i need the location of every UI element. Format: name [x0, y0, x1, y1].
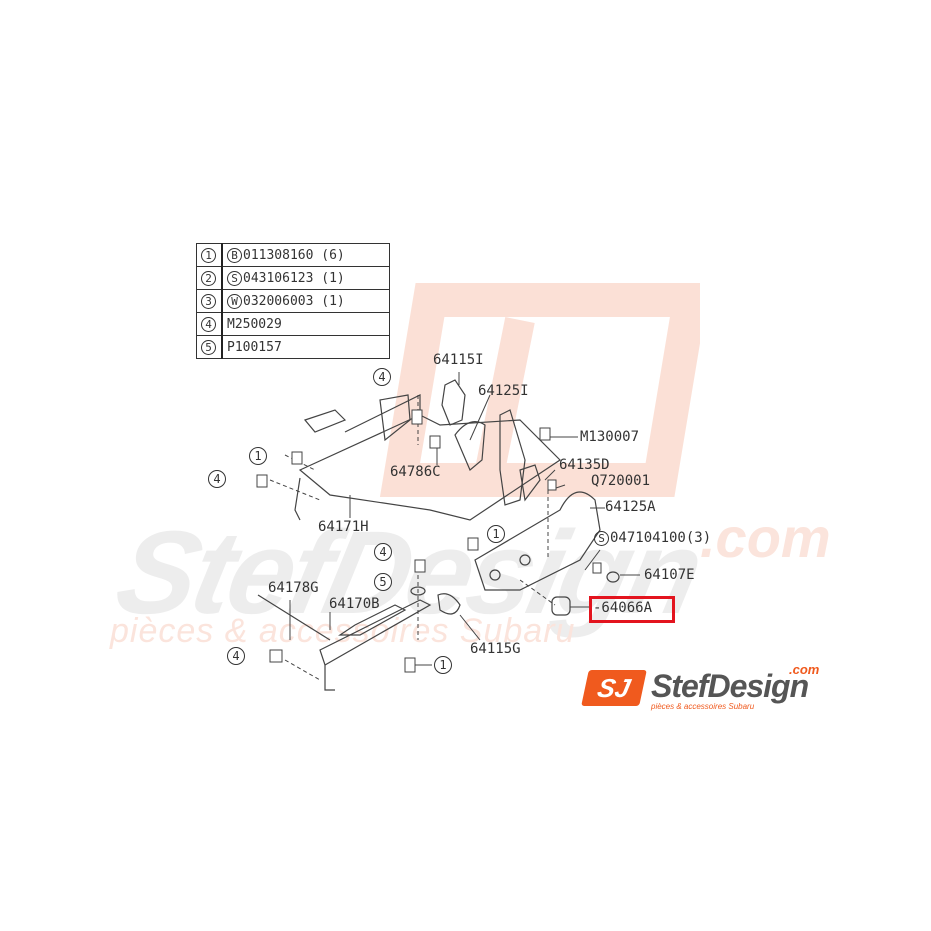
part-label-64178G: 64178G: [268, 580, 319, 596]
sj-logo-icon: SJ: [581, 670, 647, 706]
prefix-badge: B: [227, 247, 242, 263]
prefix-badge: S: [594, 530, 609, 546]
callout-4: 4: [374, 543, 392, 561]
part-label-64171H: 64171H: [318, 519, 369, 535]
callout-number: 2: [201, 270, 216, 286]
part-label-64115G: 64115G: [470, 641, 521, 657]
seat-frame-shape: [298, 414, 561, 521]
highlight-box: [589, 596, 675, 623]
callout-5: 5: [374, 573, 392, 591]
logo-dotcom: .com: [789, 662, 820, 677]
callout-4: 4: [227, 647, 245, 665]
part-code: 043106123: [243, 270, 314, 286]
part-label-64125I: 64125I: [478, 383, 529, 399]
table-row: 5 P100157: [196, 335, 390, 359]
part-label-64170B: 64170B: [329, 596, 380, 612]
part-code: P100157: [227, 339, 282, 355]
part-code: M250029: [227, 316, 282, 332]
part-label-Q720001: Q720001: [591, 473, 651, 489]
callout-1: 1: [249, 447, 267, 465]
part-code: 011308160: [243, 247, 314, 263]
logo-brand: StefDesign: [651, 668, 809, 704]
callout-number: 4: [201, 316, 216, 332]
part-qty: (1): [321, 270, 345, 286]
callout-1: 1: [487, 525, 505, 543]
part-label-64107E: 64107E: [644, 567, 695, 583]
callout-number: 5: [201, 339, 216, 355]
callout-number: 3: [201, 293, 216, 309]
prefix-badge: S: [227, 270, 242, 286]
part-label-64115I: 64115I: [433, 352, 484, 368]
part-label-64786C: 64786C: [390, 464, 441, 480]
stefdesign-logo: SJ StefDesign .com pièces & accessoires …: [581, 662, 847, 714]
logo-tagline: pièces & accessoires Subaru: [651, 702, 755, 711]
part-label-64125A: 64125A: [605, 499, 656, 515]
callout-number: 1: [201, 247, 216, 263]
callout-4: 4: [373, 368, 391, 386]
part-label-64066A: -64066A: [593, 600, 653, 616]
part-code: 032006003: [243, 293, 314, 309]
part-qty: (1): [321, 293, 345, 309]
table-row: 4 M250029: [196, 312, 390, 336]
callout-4: 4: [208, 470, 226, 488]
part-qty: (6): [321, 247, 345, 263]
part-label-M130007: M130007: [580, 429, 640, 445]
callout-1: 1: [434, 656, 452, 674]
part-label-64135D: 64135D: [559, 457, 610, 473]
prefix-badge: W: [227, 293, 242, 309]
